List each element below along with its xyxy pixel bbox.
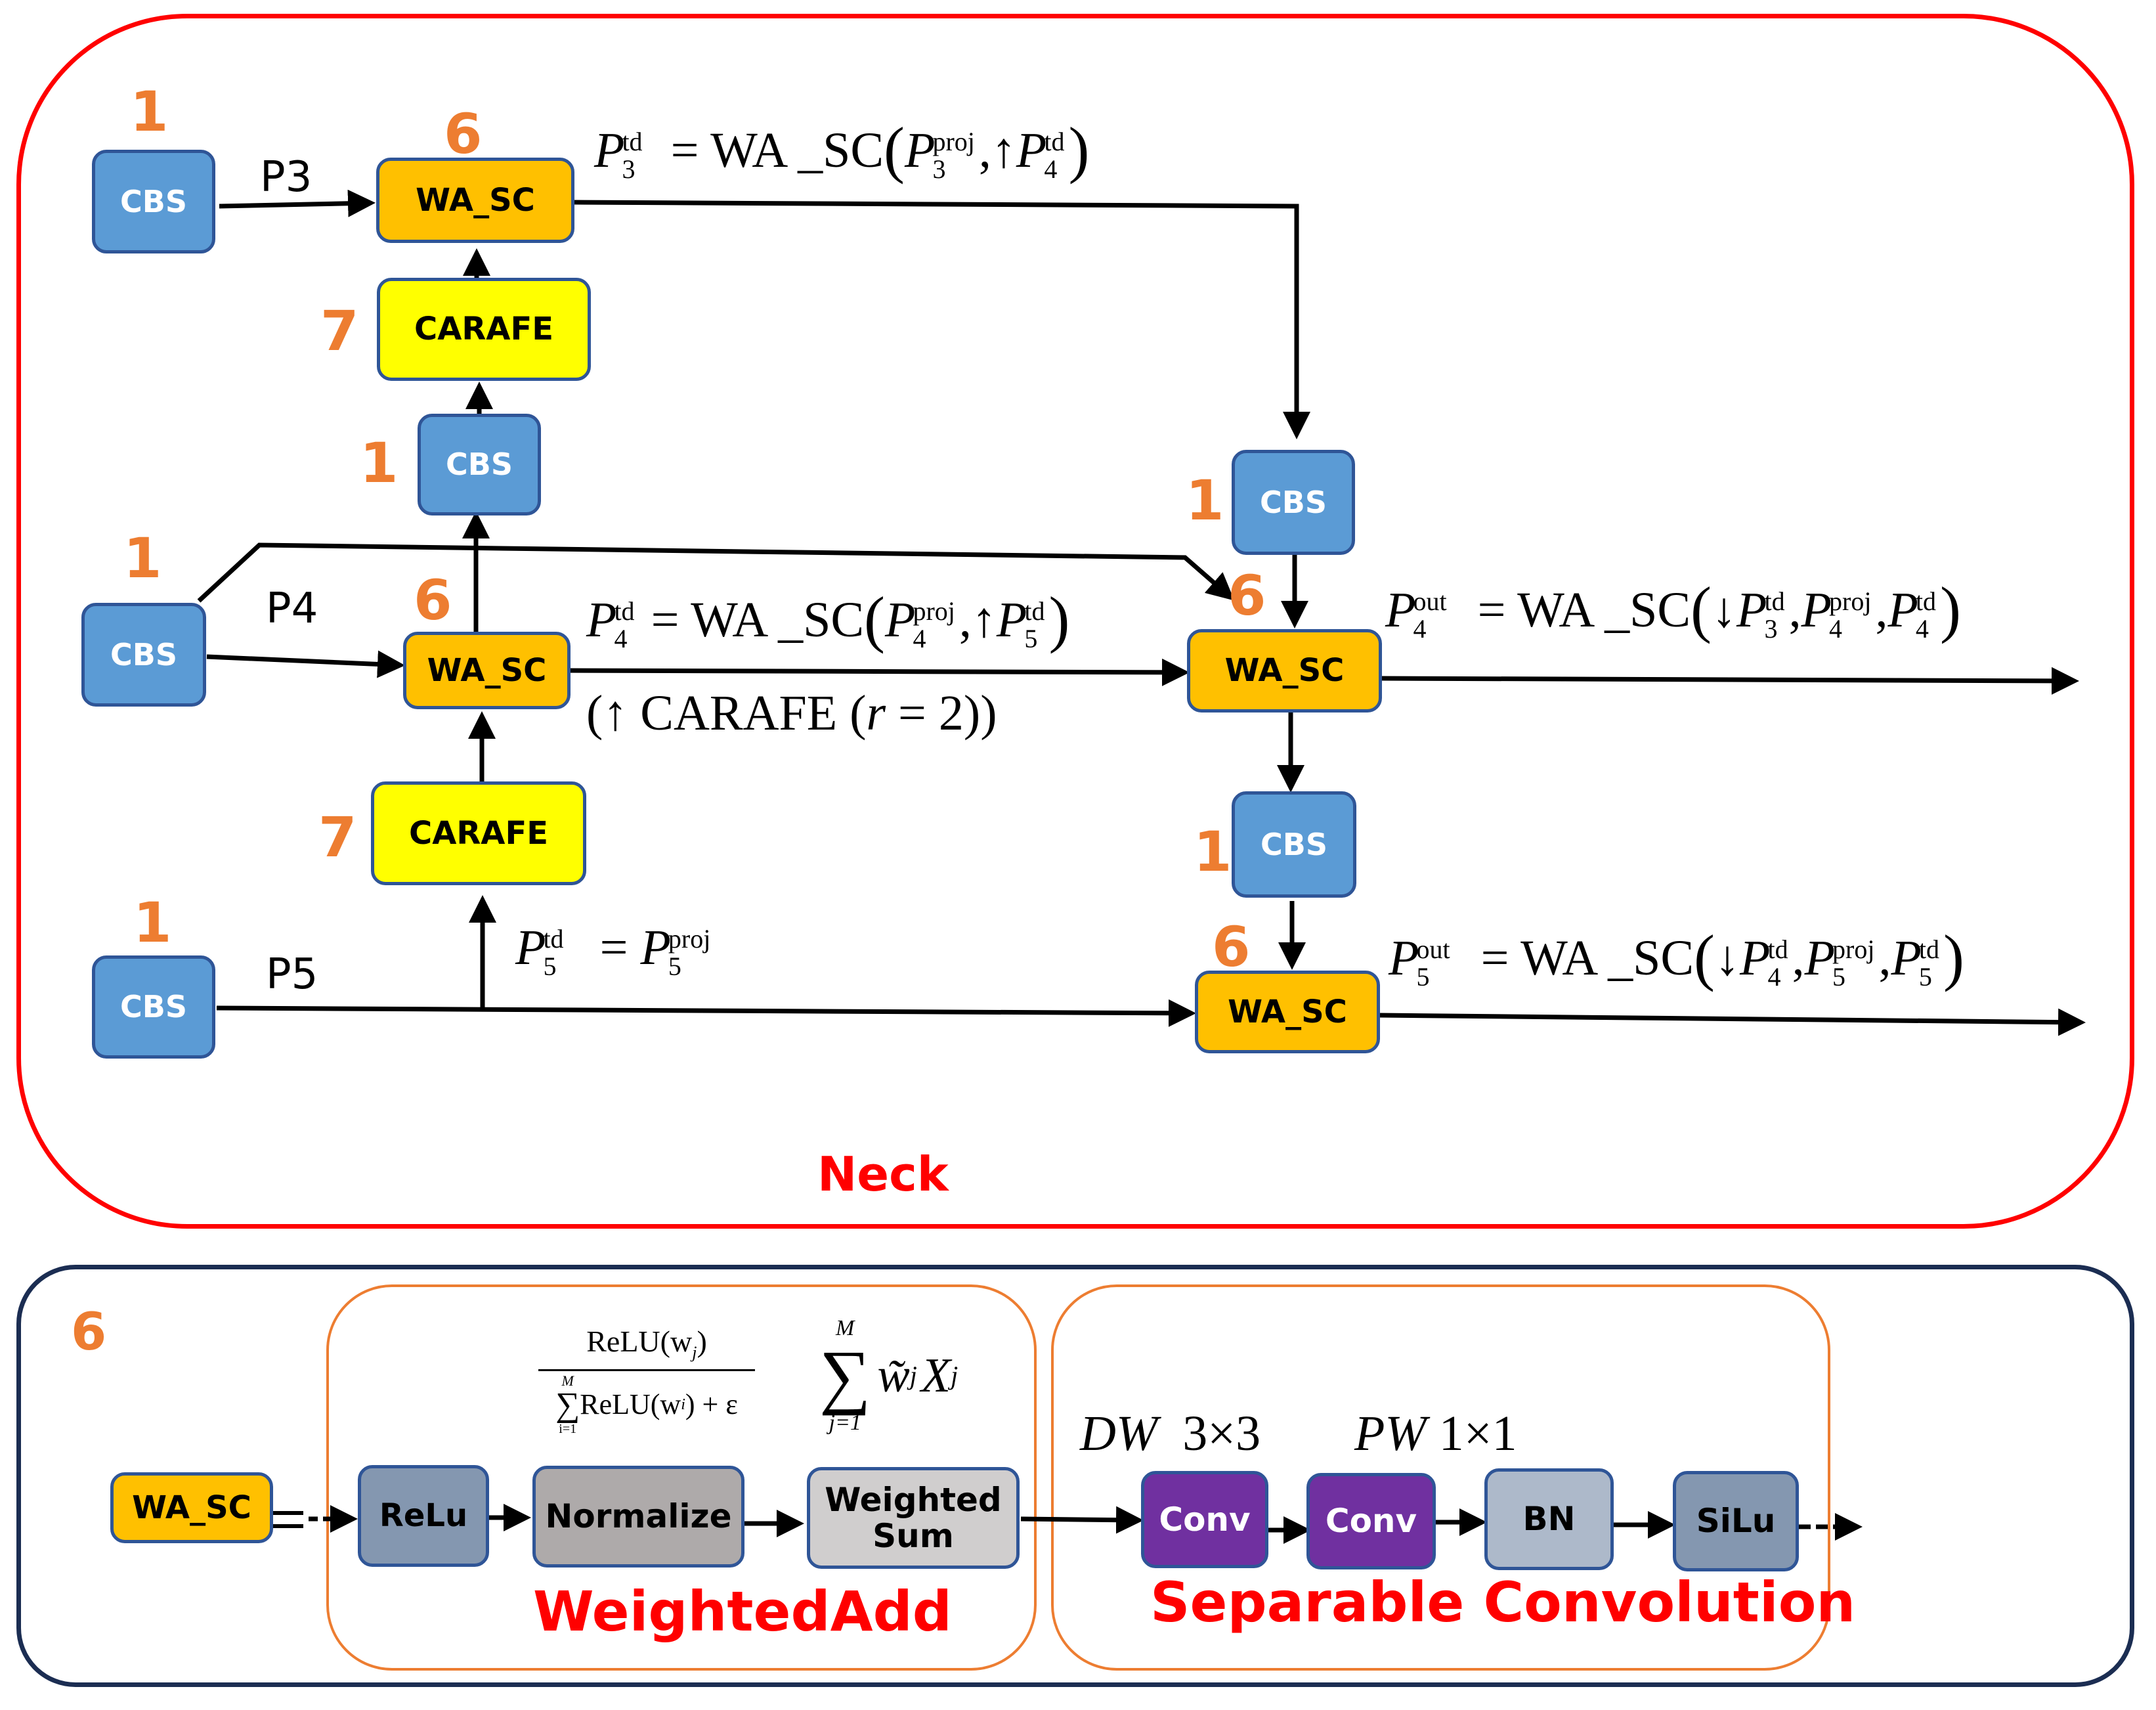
index-label-cbs-p4: 1 bbox=[123, 526, 162, 590]
label-p3: P3 bbox=[260, 153, 313, 202]
silu-block[interactable]: SiLu bbox=[1673, 1471, 1799, 1571]
index-label-cbs-right-2: 1 bbox=[1194, 820, 1232, 884]
arrow-p4-out bbox=[1381, 667, 2079, 695]
index-label-wasc-out5: 6 bbox=[1212, 915, 1251, 979]
neck-frame bbox=[16, 14, 2134, 1229]
index-label-carafe-2: 7 bbox=[318, 805, 357, 869]
arrow-p4-to-wasc bbox=[206, 650, 405, 678]
label-p5: P5 bbox=[266, 950, 318, 999]
weighted-sum-line-1: Weighted bbox=[825, 1480, 1002, 1519]
arrow-p3-to-wasc bbox=[219, 189, 376, 217]
wasc-block-p3-td[interactable]: WA_SC bbox=[376, 158, 574, 243]
depthwise-conv-block[interactable]: Conv bbox=[1141, 1471, 1268, 1568]
carafe-block-2[interactable]: CARAFE bbox=[371, 781, 586, 885]
neck-title: Neck bbox=[817, 1147, 949, 1202]
normalize-numerator: ReLU(wj) bbox=[586, 1325, 707, 1363]
index-label-wasc-p4: 6 bbox=[414, 568, 452, 632]
wasc-block-detail[interactable]: WA_SC bbox=[110, 1472, 273, 1543]
equation-carafe-note: (↑ CARAFE (r = 2)) bbox=[586, 686, 997, 741]
separable-conv-frame bbox=[1051, 1284, 1830, 1671]
cbs-block-p4[interactable]: CBS bbox=[81, 603, 206, 707]
weighted-sum-line-2: Sum bbox=[873, 1516, 954, 1555]
cbs-block-p3[interactable]: CBS bbox=[92, 150, 215, 253]
label-p4: P4 bbox=[266, 584, 318, 633]
index-label-wasc-out4: 6 bbox=[1228, 563, 1266, 628]
index-label-cbs-p5: 1 bbox=[133, 890, 172, 955]
separable-conv-title: Separable Convolution bbox=[1150, 1570, 1856, 1634]
wasc-block-p4-out[interactable]: WA_SC bbox=[1187, 629, 1382, 712]
arrow-p4-skip-to-wasc-out bbox=[197, 542, 1235, 603]
index-label-detail: 6 bbox=[71, 1303, 107, 1362]
wasc-block-p4-td[interactable]: WA_SC bbox=[403, 632, 571, 709]
normalize-block[interactable]: Normalize bbox=[532, 1466, 744, 1568]
arrow-wsum-to-conv bbox=[1020, 1506, 1144, 1534]
dw-label: DW 3×3 bbox=[1080, 1406, 1261, 1461]
weighted-add-title: WeightedAdd bbox=[533, 1579, 952, 1644]
cbs-block-mid[interactable]: CBS bbox=[418, 414, 541, 515]
index-label-wasc-p3: 6 bbox=[444, 102, 483, 166]
index-label-carafe-1: 7 bbox=[320, 299, 359, 363]
arrow-p4td-to-wasc-out bbox=[564, 658, 1190, 686]
index-label-cbs-p3: 1 bbox=[130, 79, 169, 144]
arrow-p3td-to-cbs bbox=[574, 200, 1310, 439]
cbs-block-right-2[interactable]: CBS bbox=[1232, 791, 1356, 898]
cbs-block-p5[interactable]: CBS bbox=[92, 955, 215, 1059]
index-label-cbs-mid: 1 bbox=[360, 431, 399, 495]
cbs-block-right-1[interactable]: CBS bbox=[1232, 450, 1355, 555]
wa-sc-detail-frame bbox=[16, 1265, 2134, 1687]
weighted-sum-block[interactable]: Weighted Sum bbox=[807, 1467, 1020, 1569]
relu-block[interactable]: ReLu bbox=[358, 1465, 489, 1567]
wasc-block-p5-out[interactable]: WA_SC bbox=[1195, 971, 1380, 1053]
weighted-add-frame bbox=[326, 1284, 1037, 1671]
carafe-block-1[interactable]: CARAFE bbox=[377, 278, 591, 381]
arrow-p5-out bbox=[1379, 1008, 2086, 1036]
pointwise-conv-block[interactable]: Conv bbox=[1306, 1473, 1436, 1569]
pw-label: PW 1×1 bbox=[1354, 1406, 1517, 1461]
batchnorm-block[interactable]: BN bbox=[1484, 1468, 1614, 1570]
arrow-p5-to-wasc-out bbox=[216, 999, 1196, 1027]
index-label-cbs-right-1: 1 bbox=[1186, 468, 1224, 533]
